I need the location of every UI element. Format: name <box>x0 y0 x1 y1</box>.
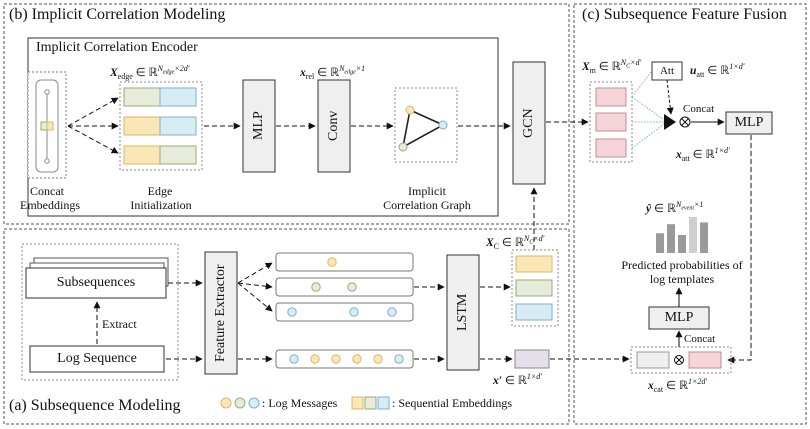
prob-bar <box>700 222 708 253</box>
x-cat-label: xcat ∈ ℝ1×2d′ <box>648 377 708 395</box>
edge-label-2: Initialization <box>130 198 192 212</box>
prob-bars <box>656 217 708 253</box>
xc-label: XC ∈ ℝNC×d′ <box>486 234 545 252</box>
conv-label: Conv <box>326 110 341 142</box>
section-a-border <box>3 228 570 425</box>
gcn-box <box>512 61 546 185</box>
graph-label-1: Implicit <box>408 184 446 198</box>
log-sequence-box <box>29 345 165 373</box>
subseq-bar-3 <box>275 302 414 322</box>
concat-bottom-label: Concat <box>684 333 716 345</box>
legend-log-messages: : Log Messages <box>262 396 338 410</box>
edge-label-1: Edge <box>147 184 173 198</box>
prob-bar <box>667 224 675 253</box>
pred-label-1: Predicted probabilities of <box>621 258 743 272</box>
mlp-encoder-label: MLP <box>251 111 266 141</box>
xprime-box <box>514 349 550 369</box>
section-b-title: (b) Implicit Correlation Modeling <box>9 6 226 23</box>
y-hat-label: ŷ ∈ ℝNevent×1 <box>646 200 704 215</box>
graph-label-2: Correlation Graph <box>383 198 471 212</box>
feature-extractor-box <box>204 251 238 375</box>
x-att-label: xatt ∈ ℝ1×d′ <box>676 146 730 164</box>
concat-label-1: Concat <box>30 184 64 198</box>
pred-label-2: log templates <box>649 272 715 286</box>
concat-label-2: Embeddings <box>20 198 80 212</box>
section-a-title: (a) Subsequence Modeling <box>9 397 181 414</box>
x-prime-label: x′ ∈ ℝ1×d′ <box>493 372 543 387</box>
mlp-encoder-box <box>242 79 276 173</box>
conv-box <box>317 79 351 173</box>
prob-bar <box>678 235 686 253</box>
section-c-title: (c) Subsequence Feature Fusion <box>582 6 787 23</box>
prob-bar <box>689 217 697 253</box>
subsequences-box <box>25 267 167 299</box>
lstm-box <box>446 254 480 371</box>
section-b-border <box>3 3 570 225</box>
xcat-box <box>630 346 732 374</box>
section-c-border <box>573 3 807 425</box>
extract-label: Extract <box>102 317 137 331</box>
x-edge-label: Xedge ∈ ℝNedge×2d′ <box>110 64 190 82</box>
mlp-bottom-label: MLP <box>664 310 694 325</box>
x-rel-label: xrel ∈ ℝNedge×1 <box>300 64 366 82</box>
mlp-top-label: MLP <box>734 115 764 130</box>
subseq-bar-2 <box>275 277 414 297</box>
edge-init-box <box>119 81 203 171</box>
gcn-label: GCN <box>521 108 536 138</box>
subseq-left-box <box>21 243 179 381</box>
subseq-bar-1 <box>275 252 414 272</box>
feature-extractor-label: Feature Extractor <box>213 264 228 362</box>
subsequences-label: Subsequences <box>56 275 136 290</box>
log-sequence-label: Log Sequence <box>57 351 137 366</box>
prob-bar <box>656 233 664 253</box>
att-label: Att <box>659 65 675 77</box>
mlp-top-box <box>725 111 773 135</box>
u-att-label: uatt ∈ ℝ1×d′ <box>690 62 745 80</box>
encoder-title: Implicit Correlation Encoder <box>36 40 198 55</box>
concat-top-label: Concat <box>683 103 715 115</box>
xc-box <box>511 249 559 327</box>
xm-label: Xm ∈ ℝNC×d′ <box>582 58 642 76</box>
legend-sequential-embeddings: : Sequential Embeddings <box>392 396 512 410</box>
lstm-label: LSTM <box>455 293 470 332</box>
